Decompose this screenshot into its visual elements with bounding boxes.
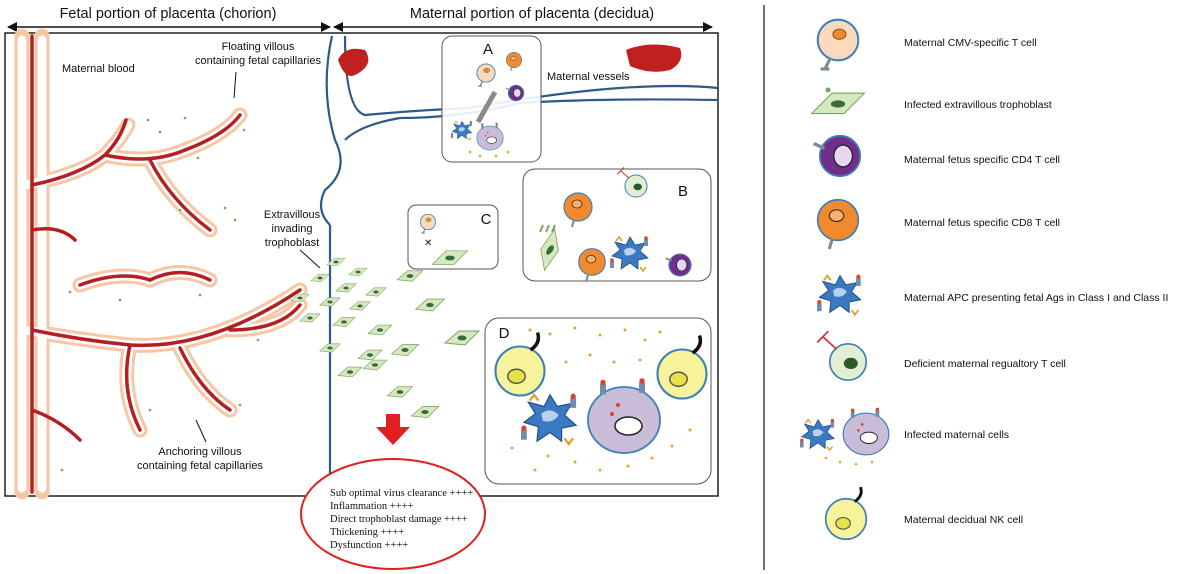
outcome-ring (300, 458, 486, 570)
panel-a-virions (468, 150, 510, 158)
legend-item-cd4: Maternal fetus specific CD4 T cell (811, 134, 1060, 178)
panel-b: B (522, 166, 712, 283)
legend-label: Maternal decidual NK cell (904, 514, 1023, 526)
maternal-cmv-t-cell-icon (816, 18, 860, 71)
maternal-blood-label: Maternal blood (62, 63, 135, 75)
cd4-t-cell-icon (811, 134, 862, 178)
anchoring-villous-pointer (195, 419, 207, 443)
legend-item-cd8: Maternal fetus specific CD8 T cell (816, 198, 1060, 251)
extravillous-label-line1: Extravillous (264, 209, 321, 221)
legend-label: Deficient maternal regualtory T cell (904, 358, 1066, 370)
outcome-item: Sub optimal virus clearance ++++ (330, 488, 473, 499)
legend-virions (824, 456, 874, 466)
villous-tree (14, 28, 308, 500)
legend-label: Infected extravillous trophoblast (904, 99, 1052, 111)
floating-villous-pointer (233, 71, 237, 99)
legend-item-infected-trophoblast: Infected extravillous trophoblast (810, 87, 1052, 115)
maternal-vessel-blob-left (338, 48, 369, 76)
infected-maternal-cells-icon (799, 418, 835, 451)
panel-b-antigens (539, 224, 556, 233)
fetal-header: Fetal portion of placenta (chorion) (7, 6, 331, 32)
panel-a-killing-arrow (475, 90, 498, 124)
legend-label: Maternal APC presenting fetal Ags in Cla… (904, 292, 1168, 304)
maternal-header: Maternal portion of placenta (decidua) (333, 6, 713, 32)
apc-icon (816, 273, 862, 316)
outcome-item: Dysfunction ++++ (330, 540, 408, 551)
panel-d-virions (510, 326, 692, 472)
panel-a-letter: A (483, 41, 493, 58)
legend-item-cmv-t-cell: Maternal CMV-specific T cell (816, 18, 1037, 71)
panel-a: A (441, 35, 542, 163)
nk-cell-icon (824, 485, 868, 541)
infected-trophoblast-icon (810, 92, 866, 115)
legend: Maternal CMV-specific T cell Infected ex… (799, 18, 1168, 541)
legend-label: Maternal fetus specific CD4 T cell (904, 154, 1060, 166)
outcome-item: Thickening ++++ (330, 527, 404, 538)
outcome-item: Inflammation ++++ (330, 501, 414, 512)
maternal-vessels-label: Maternal vessels (547, 71, 630, 83)
outcome-arrow (376, 414, 410, 445)
legend-label: Infected maternal cells (904, 429, 1009, 441)
legend-item-apc: Maternal APC presenting fetal Ags in Cla… (816, 273, 1168, 316)
fetal-header-text: Fetal portion of placenta (chorion) (60, 6, 277, 22)
panel-c: C ✕ (407, 204, 499, 270)
legend-item-nk: Maternal decidual NK cell (824, 485, 1023, 541)
capillary-dots (60, 116, 260, 472)
floating-villous-label-line1: Floating villous (222, 41, 295, 53)
panel-c-blocked-icon: ✕ (424, 238, 432, 249)
anchoring-villous-label-line2: containing fetal capillaries (137, 460, 263, 472)
panel-c-letter: C (481, 211, 492, 228)
legend-label: Maternal fetus specific CD8 T cell (904, 217, 1060, 229)
extravillous-pointer (299, 249, 321, 269)
legend-item-infected-maternal: Infected maternal cells (799, 407, 1009, 466)
legend-label: Maternal CMV-specific T cell (904, 37, 1037, 49)
treg-icon (816, 330, 868, 382)
maternal-header-text: Maternal portion of placenta (decidua) (410, 6, 654, 22)
outcome-item: Direct trophoblast damage ++++ (330, 514, 468, 525)
floating-villous-label-line2: containing fetal capillaries (195, 55, 321, 67)
infected-maternal-cell-icon (842, 407, 890, 456)
panel-d-letter: D (499, 325, 510, 342)
maternal-vessel-blob-right (626, 44, 682, 72)
legend-item-treg: Deficient maternal regualtory T cell (816, 330, 1066, 382)
panel-d: D (484, 317, 712, 485)
anchoring-villous-label-line1: Anchoring villous (158, 446, 242, 458)
outcomes: Sub optimal virus clearance ++++ Inflamm… (300, 458, 486, 570)
panel-b-letter: B (678, 183, 688, 200)
extravillous-label-line3: trophoblast (265, 237, 319, 249)
extravillous-label-line2: invading (272, 223, 313, 235)
fetal-capillaries (30, 34, 302, 494)
cd8-t-cell-icon (816, 198, 860, 251)
antigen-dot (825, 87, 831, 93)
